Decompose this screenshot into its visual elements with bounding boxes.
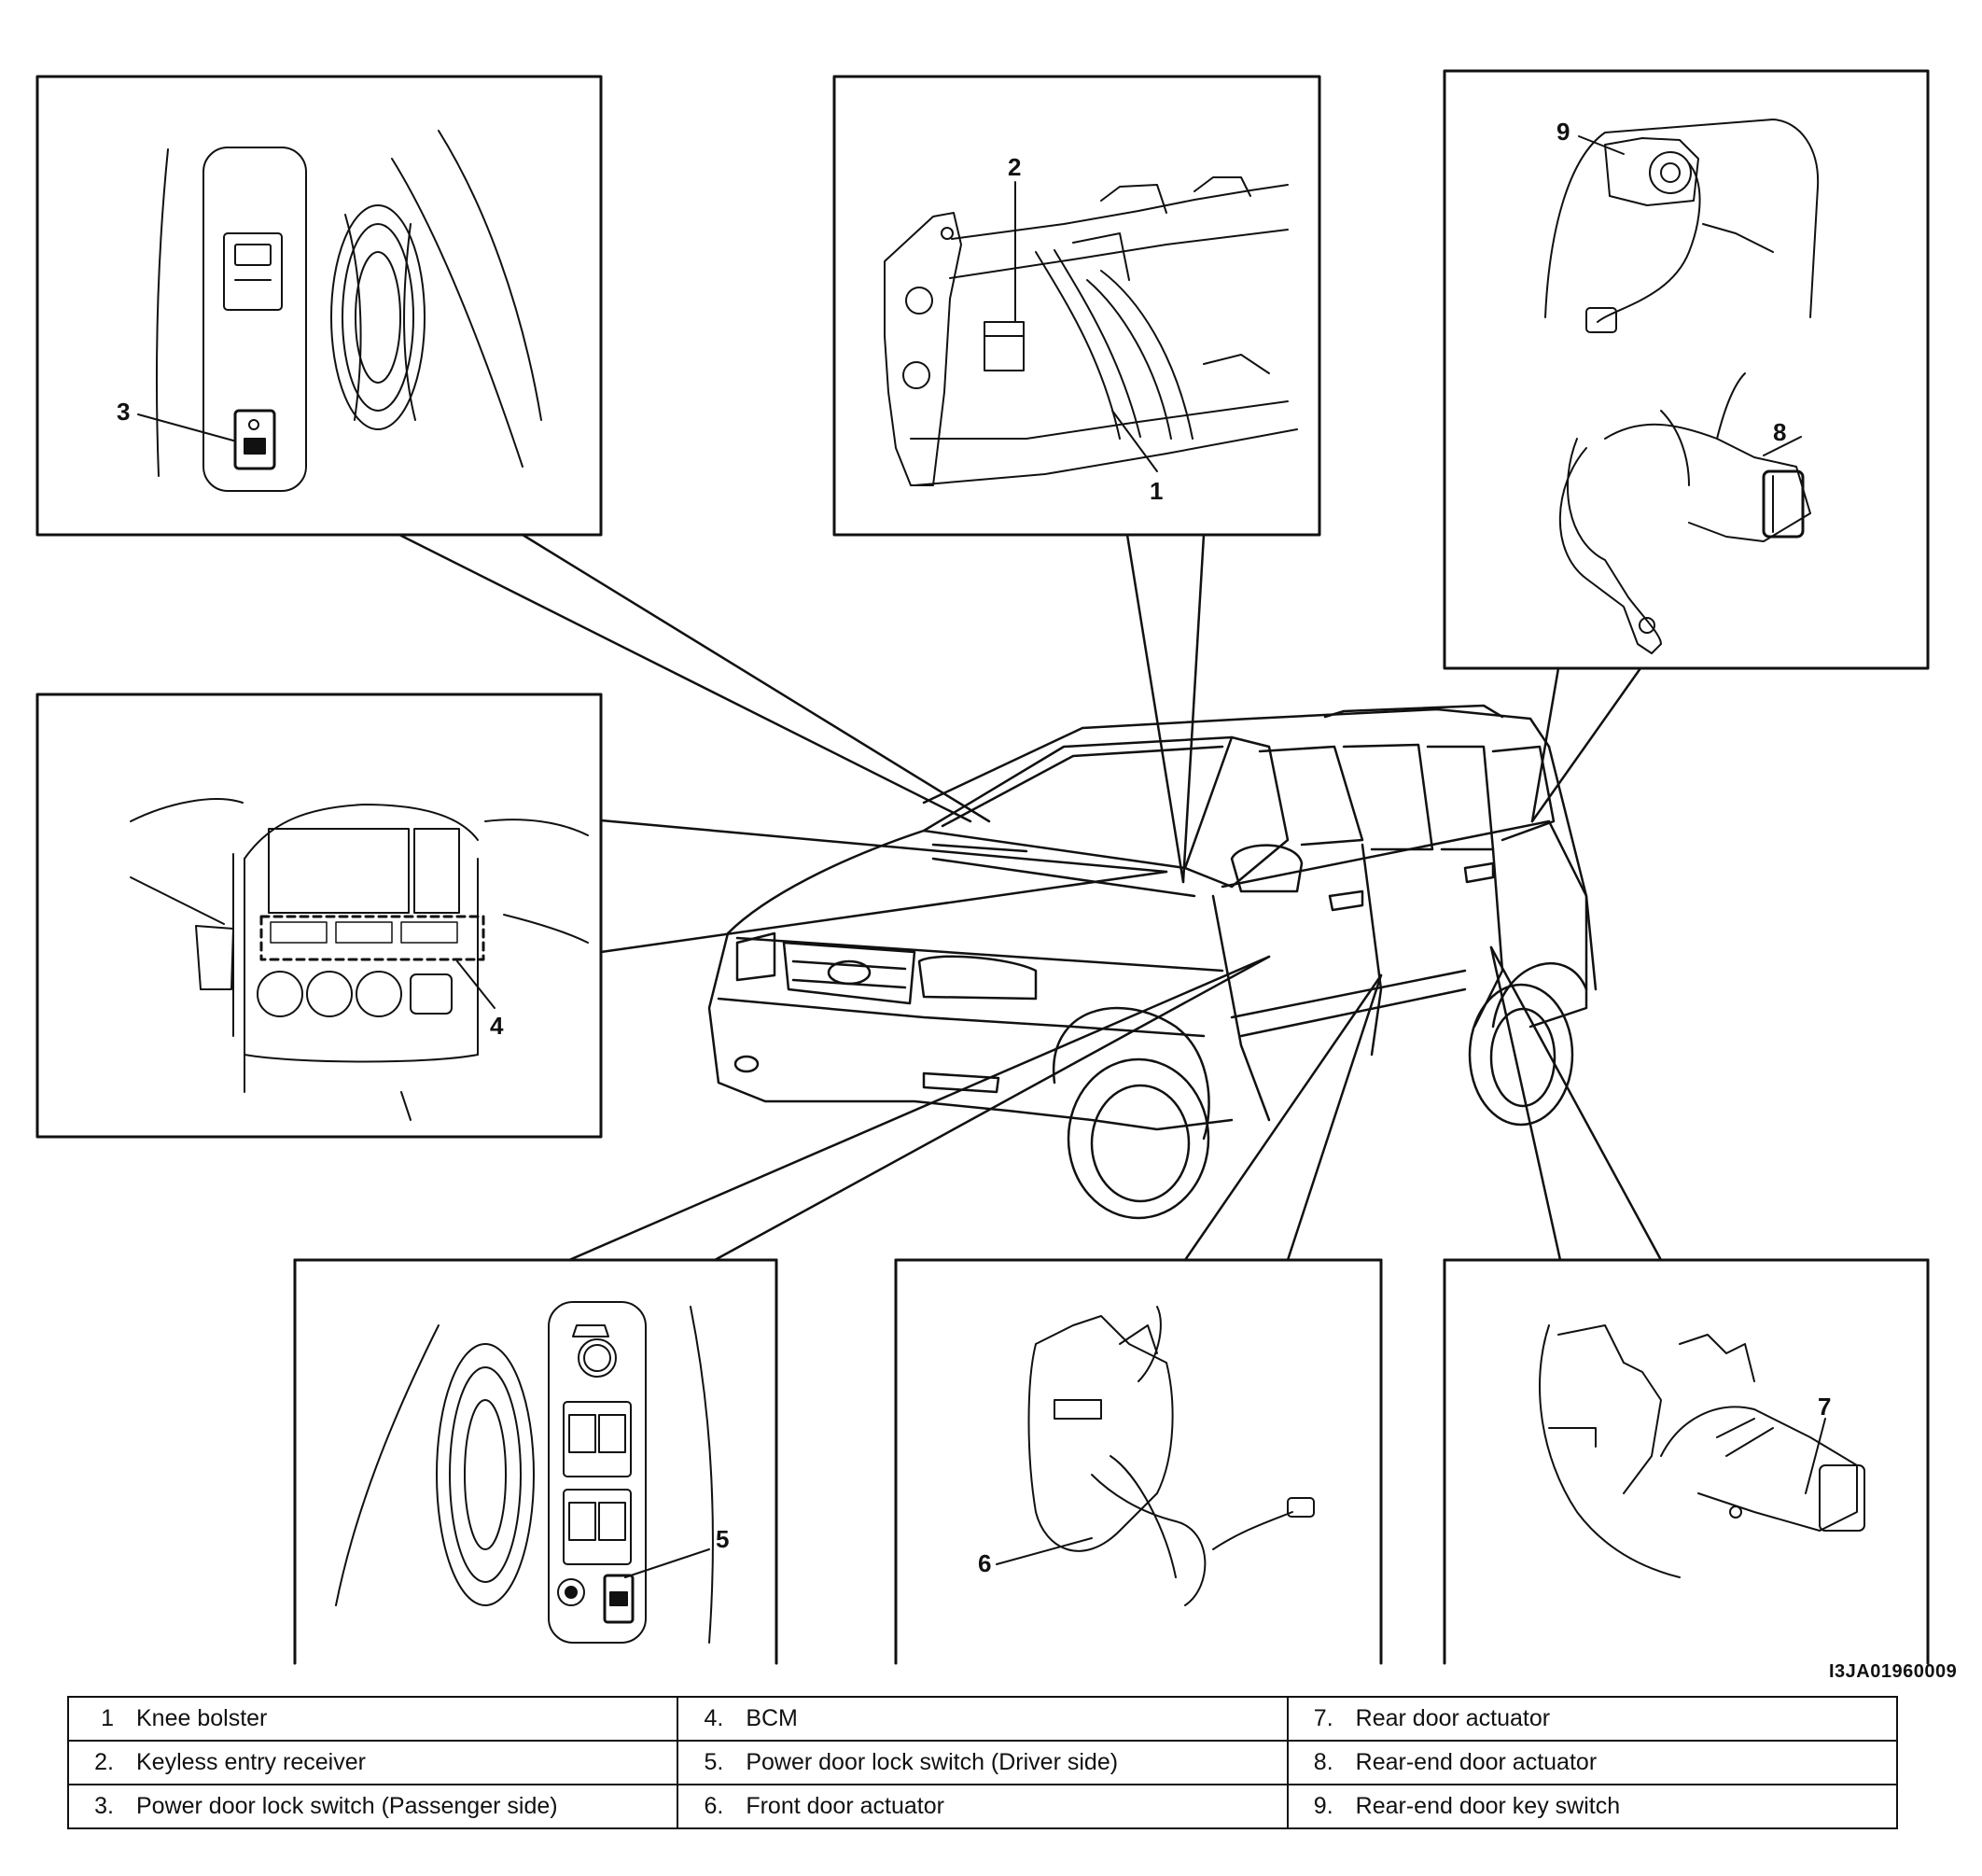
callout-5: 5 (716, 1525, 729, 1553)
leader-lines (399, 535, 1661, 1260)
callout-6: 6 (978, 1549, 991, 1577)
callout-4: 4 (490, 1012, 504, 1040)
callout-1: 1 (1150, 477, 1163, 505)
component-location-diagram: 3 2 1 (0, 0, 1982, 1671)
vehicle-illustration (709, 706, 1596, 1218)
detail-box-rear-door-actuator: 7 (1445, 1260, 1928, 1663)
legend-item-3: 3.Power door lock switch (Passenger side… (66, 1784, 679, 1829)
legend-item-9: 9.Rear-end door key switch (1286, 1784, 1899, 1829)
legend-item-6: 6.Front door actuator (677, 1784, 1289, 1829)
legend-item-2: 2.Keyless entry receiver (66, 1740, 679, 1785)
legend-item-5: 5.Power door lock switch (Driver side) (677, 1740, 1289, 1785)
detail-box-rear-end-door: 9 8 (1445, 71, 1928, 668)
detail-box-passenger-switch: 3 (37, 77, 601, 535)
figure-reference-code: I3JA01960009 (1829, 1661, 1958, 1682)
detail-box-bcm: 4 (37, 694, 601, 1137)
detail-box-keyless-receiver: 2 1 (834, 77, 1319, 535)
legend-item-8: 8.Rear-end door actuator (1286, 1740, 1899, 1785)
legend-item-7: 7.Rear door actuator (1286, 1696, 1899, 1742)
callout-9: 9 (1556, 118, 1570, 146)
callout-8: 8 (1773, 418, 1786, 446)
legend-row: 2.Keyless entry receiver 5.Power door lo… (66, 1740, 1899, 1785)
legend-item-4: 4.BCM (677, 1696, 1289, 1742)
legend-row: 3.Power door lock switch (Passenger side… (66, 1784, 1899, 1829)
detail-box-driver-switch: 5 (295, 1260, 776, 1671)
callout-3: 3 (117, 398, 130, 426)
callout-7: 7 (1818, 1393, 1831, 1421)
callout-2: 2 (1008, 153, 1021, 181)
detail-box-front-door-actuator: 6 (896, 1260, 1381, 1663)
